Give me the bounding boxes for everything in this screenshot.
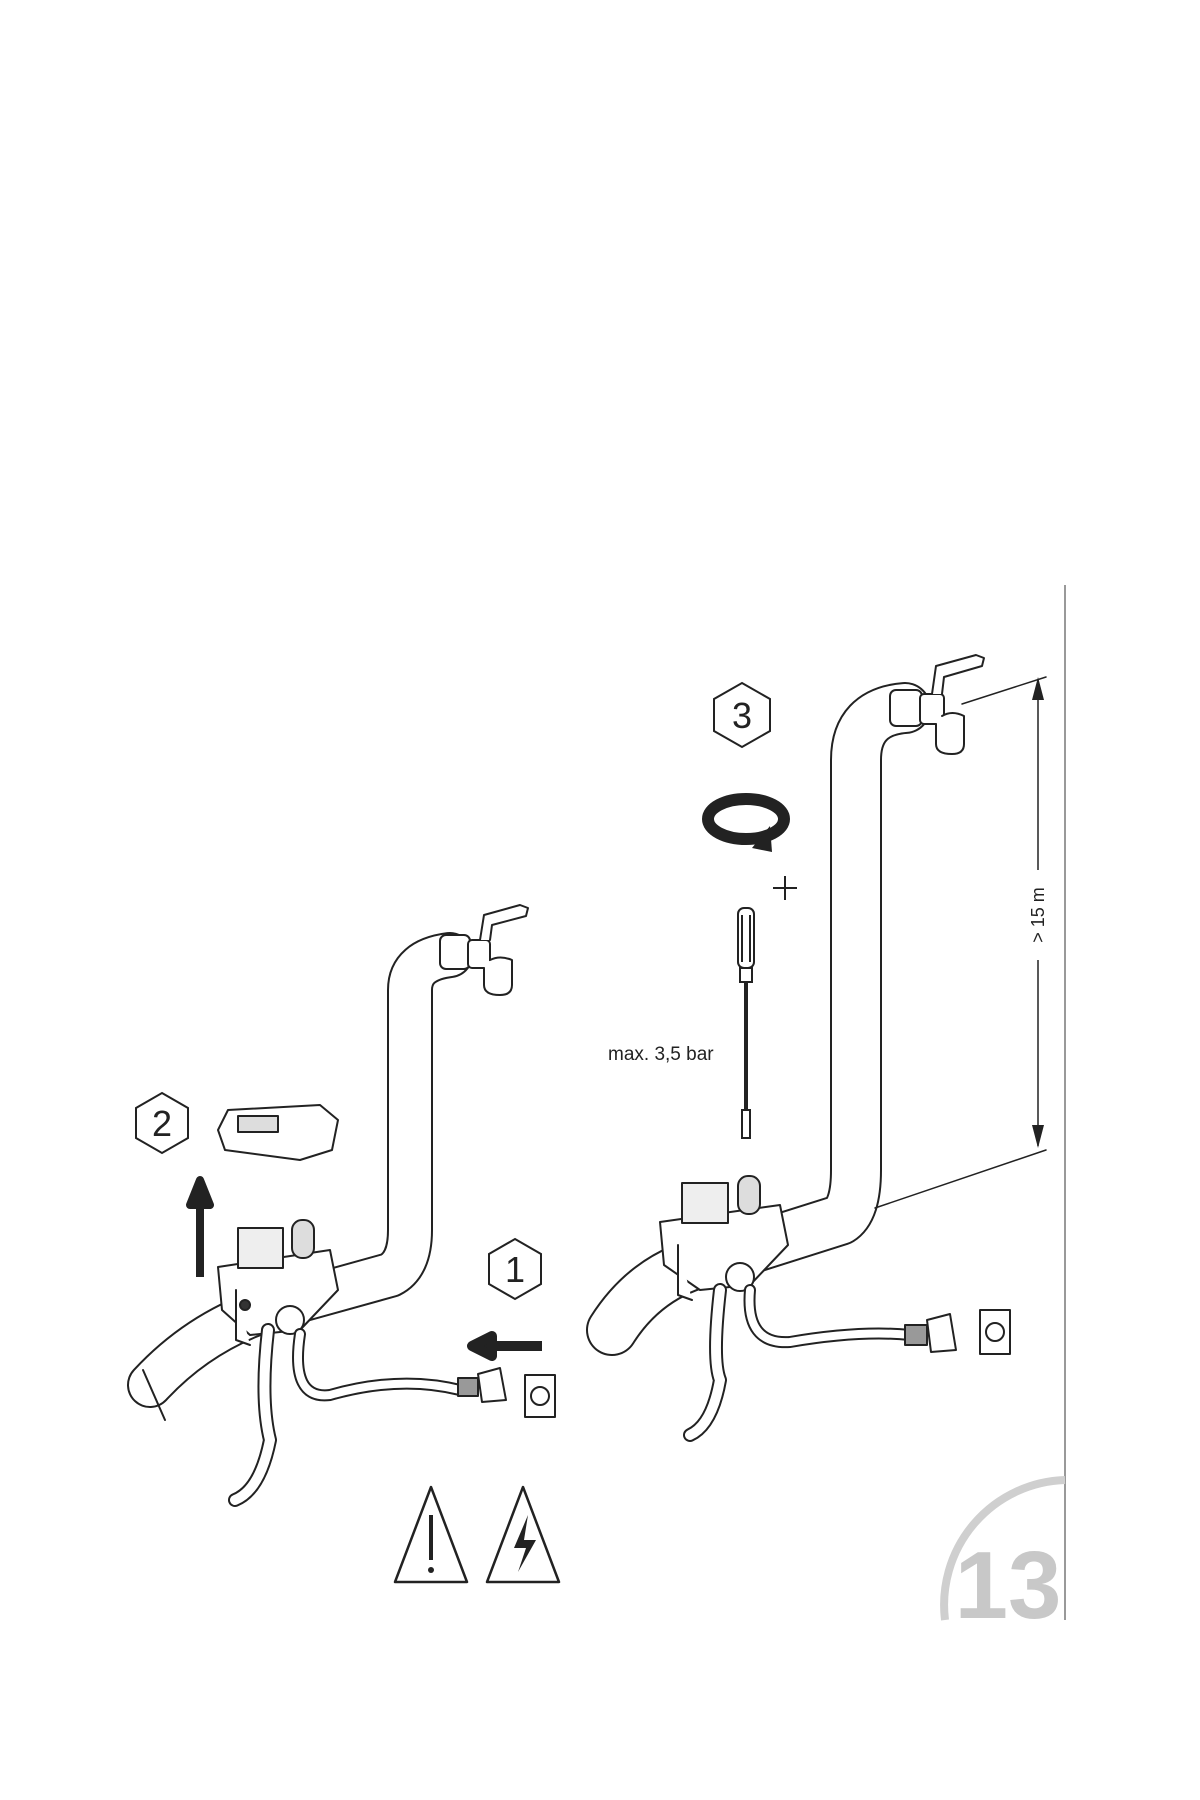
socket — [524, 1374, 556, 1418]
svg-text:2: 2 — [152, 1103, 172, 1144]
socket — [979, 1309, 1011, 1355]
cover-lid — [217, 1104, 339, 1161]
page-number-badge: 13 — [940, 1476, 1066, 1639]
warning-icon — [393, 1485, 469, 1584]
svg-text:1: 1 — [505, 1249, 525, 1290]
faucet — [439, 904, 529, 996]
rotate-clockwise-icon — [702, 793, 790, 852]
svg-text:3: 3 — [732, 695, 752, 736]
pressure-label: max. 3,5 bar — [608, 1044, 714, 1065]
left-scene — [127, 904, 556, 1507]
page-number: 13 — [955, 1532, 1062, 1639]
svg-text:> 15 m: > 15 m — [1028, 887, 1048, 943]
right-scene — [586, 654, 1047, 1442]
step-3-badge: 3 — [713, 681, 771, 749]
plus-icon — [773, 876, 797, 900]
plug — [904, 1313, 957, 1353]
electrical-hazard-icon — [485, 1485, 561, 1584]
pressure-switch-unit — [659, 1175, 789, 1301]
screwdriver-icon — [737, 907, 755, 1139]
plug — [457, 1367, 507, 1403]
height-dimension: > 15 m — [1028, 677, 1048, 1148]
step-1-badge: 1 — [488, 1237, 542, 1301]
pressure-switch-unit — [217, 1219, 339, 1346]
faucet — [889, 654, 985, 755]
left-arrow-icon — [467, 1331, 542, 1361]
step-2-badge: 2 — [135, 1091, 189, 1155]
up-arrow-icon — [186, 1176, 214, 1277]
